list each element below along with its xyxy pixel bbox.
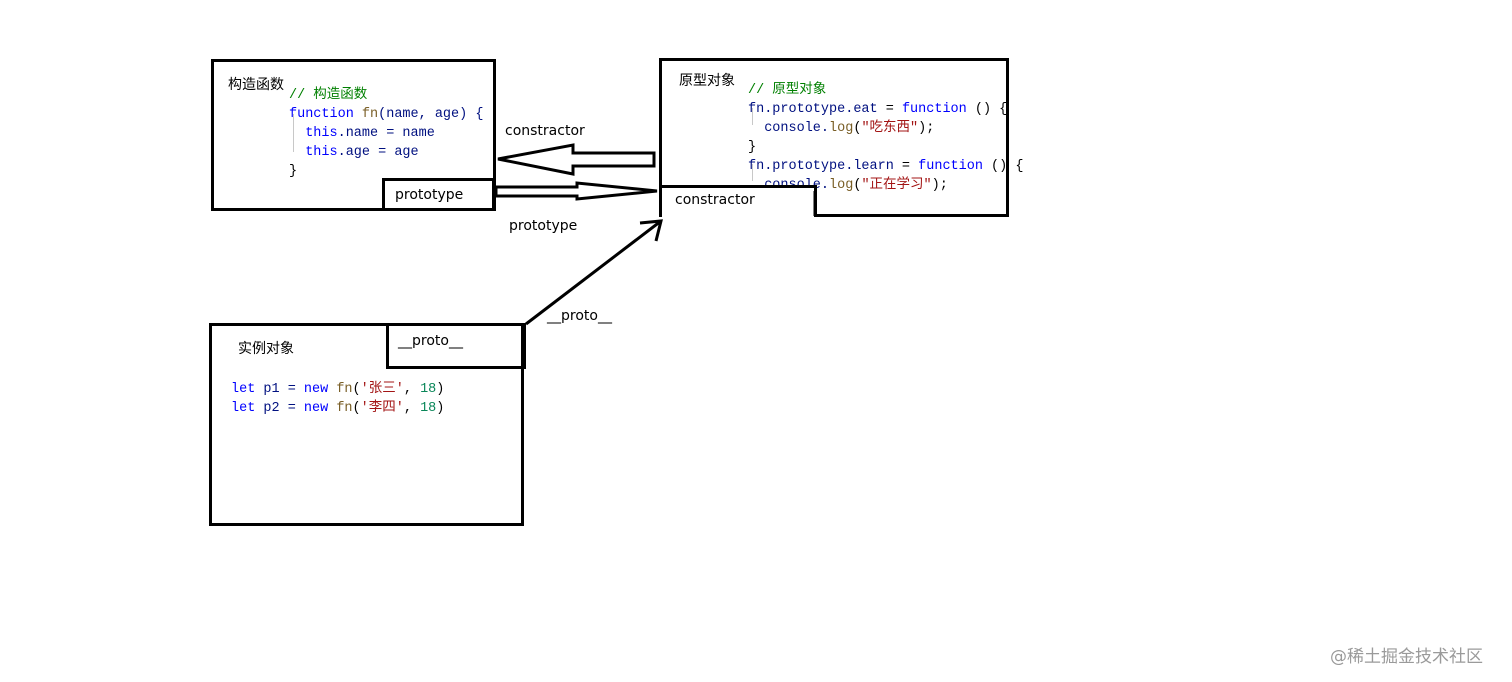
instance-object-label: 实例对象: [238, 341, 294, 357]
prototype-arrow: [494, 181, 658, 201]
prototype-object-label: 原型对象: [679, 73, 735, 89]
prototype-tab-label: prototype: [395, 187, 464, 203]
proto-arrow-line: [525, 219, 662, 326]
proto-tab: __proto__: [386, 323, 526, 369]
proto-tab-label: __proto__: [398, 333, 463, 349]
constractor-arrow-label: constractor: [505, 123, 585, 139]
prototype-arrow-label: prototype: [509, 218, 578, 234]
prototype-code: // 原型对象 fn.prototype.eat = function () {…: [748, 83, 1024, 212]
instance-object-box: 实例对象 __proto__ let p1 = new fn('张三', 18)…: [209, 323, 526, 526]
code-indent-guide: [752, 108, 753, 125]
constructor-function-box: 构造函数 // 构造函数 function fn(name, age) { th…: [211, 59, 496, 211]
proto-arrow-head: [639, 219, 663, 242]
code-indent-guide: [293, 114, 294, 152]
constractor-tab-label: constractor: [675, 192, 755, 208]
instance-code: let p1 = new fn('张三', 18) let p2 = new f…: [231, 382, 445, 416]
code-indent-guide: [752, 164, 753, 181]
proto-arrow-label: __proto__: [547, 308, 612, 324]
code-comment: // 构造函数: [289, 88, 368, 103]
constructor-code: // 构造函数 function fn(name, age) { this.na…: [289, 88, 484, 179]
prototype-tab: prototype: [382, 178, 495, 211]
constructor-function-label: 构造函数: [228, 77, 284, 93]
prototype-object-box: 原型对象 // 原型对象 fn.prototype.eat = function…: [659, 58, 1023, 217]
constractor-arrow: [497, 143, 656, 176]
watermark: @稀土掘金技术社区: [1330, 647, 1483, 667]
